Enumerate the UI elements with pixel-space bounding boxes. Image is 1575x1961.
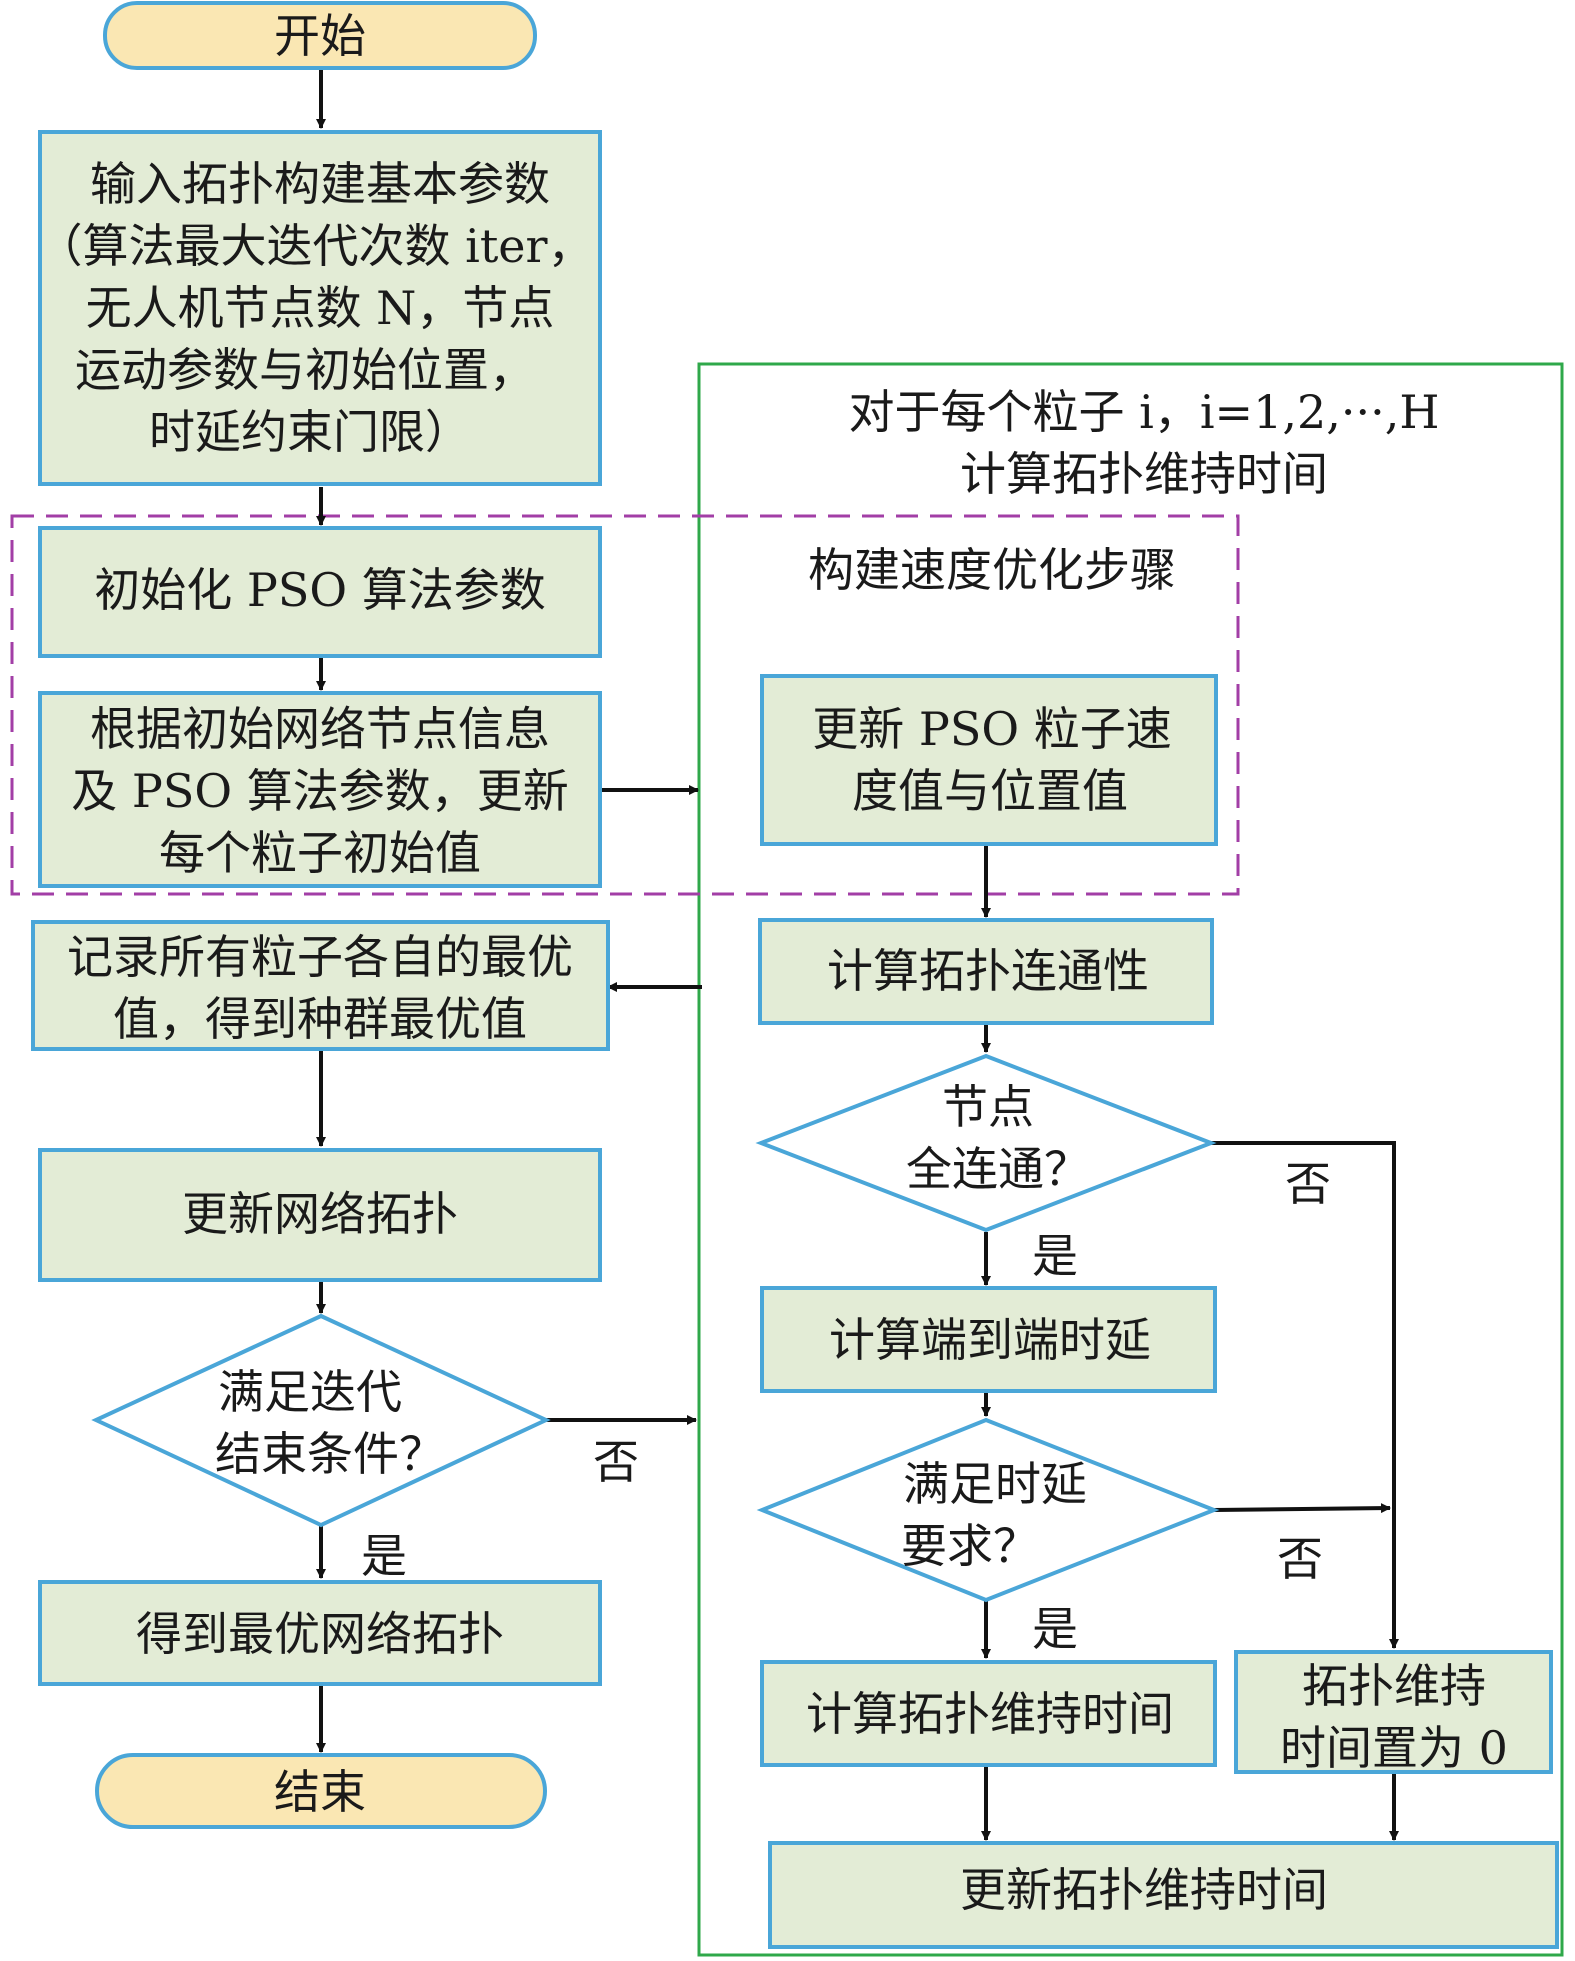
- update-maintain-label: 更新拓扑维持时间: [960, 1863, 1328, 1917]
- speed-optimization-frame: [10, 514, 1240, 896]
- calc-delay-label: 计算端到端时延: [829, 1313, 1151, 1367]
- start-terminal: [103, 1, 537, 70]
- speed-opt-title: 构建速度优化步骤: [808, 543, 1176, 597]
- update-init-line-2: 及 PSO 算法参数，更新: [71, 764, 568, 818]
- calc-maintain-box: [760, 1660, 1217, 1767]
- input-line-1: 输入拓扑构建基本参数: [90, 157, 550, 211]
- init-pso-box: [38, 526, 602, 658]
- start-label: 开始: [274, 9, 366, 63]
- update-topology-box: [38, 1148, 602, 1282]
- iter-cond-line-1: 满足迭代: [218, 1365, 402, 1419]
- update-init-line-3: 每个粒子初始值: [159, 826, 481, 880]
- record-line-1: 记录所有粒子各自的最优: [67, 930, 573, 984]
- maintain-zero-line-1: 拓扑维持: [1302, 1659, 1486, 1713]
- edge-label-yes-connected: 是: [1032, 1229, 1078, 1283]
- record-line-2: 值，得到种群最优值: [113, 992, 527, 1046]
- delay-ok-line-2: 要求？: [901, 1519, 1039, 1573]
- frame-title-line-2: 计算拓扑维持时间: [960, 447, 1328, 501]
- calc-connectivity-box: [758, 918, 1214, 1025]
- delay-condition-diamond: [756, 1417, 1220, 1603]
- edge-label-yes-iter: 是: [361, 1529, 407, 1583]
- connectors: [316, 68, 1399, 1841]
- edge-label-yes-delay: 是: [1032, 1602, 1078, 1656]
- init-pso-label: 初始化 PSO 算法参数: [94, 563, 545, 617]
- update-init-line-1: 根据初始网络节点信息: [90, 702, 550, 756]
- pso-loop-frame: [697, 362, 1564, 1957]
- end-terminal: [95, 1753, 547, 1829]
- input-line-2: （算法最大迭代次数 iter，: [36, 219, 593, 273]
- update-maintain-box: [768, 1841, 1559, 1949]
- calc-delay-box: [760, 1286, 1217, 1393]
- iter-cond-line-2: 结束条件？: [215, 1427, 445, 1481]
- update-velocity-line-2: 度值与位置值: [852, 764, 1128, 818]
- all-connected-line-2: 全连通？: [906, 1142, 1090, 1196]
- all-connected-diamond: [755, 1053, 1217, 1233]
- iter-condition-diamond: [91, 1313, 551, 1528]
- maintain-zero-box: [1234, 1650, 1553, 1774]
- record-best-box: [31, 920, 610, 1051]
- input-line-4: 运动参数与初始位置，: [75, 343, 535, 397]
- update-velocity-line-1: 更新 PSO 粒子速: [812, 702, 1171, 756]
- get-best-label: 得到最优网络拓扑: [136, 1607, 504, 1661]
- edge-label-no-delay: 否: [1277, 1532, 1323, 1586]
- update-velocity-box: [760, 674, 1218, 846]
- input-line-3: 无人机节点数 N，节点: [86, 281, 555, 335]
- maintain-zero-line-2: 时间置为 0: [1280, 1721, 1508, 1775]
- input-line-5: 时延约束门限）: [149, 405, 471, 459]
- calc-connectivity-label: 计算拓扑连通性: [827, 944, 1149, 998]
- edge-label-no-connected: 否: [1285, 1157, 1331, 1211]
- update-init-box: [38, 691, 602, 888]
- delay-ok-line-1: 满足时延: [903, 1457, 1087, 1511]
- get-best-box: [38, 1580, 602, 1686]
- edge-label-no-iter: 否: [593, 1435, 639, 1489]
- frame-title-line-1: 对于每个粒子 i，i=1,2,···,H: [849, 385, 1440, 439]
- calc-maintain-label: 计算拓扑维持时间: [806, 1687, 1174, 1741]
- update-topology-label: 更新网络拓扑: [182, 1187, 458, 1241]
- end-label: 结束: [274, 1765, 366, 1819]
- input-params-box: [38, 130, 602, 486]
- all-connected-line-1: 节点: [942, 1080, 1034, 1134]
